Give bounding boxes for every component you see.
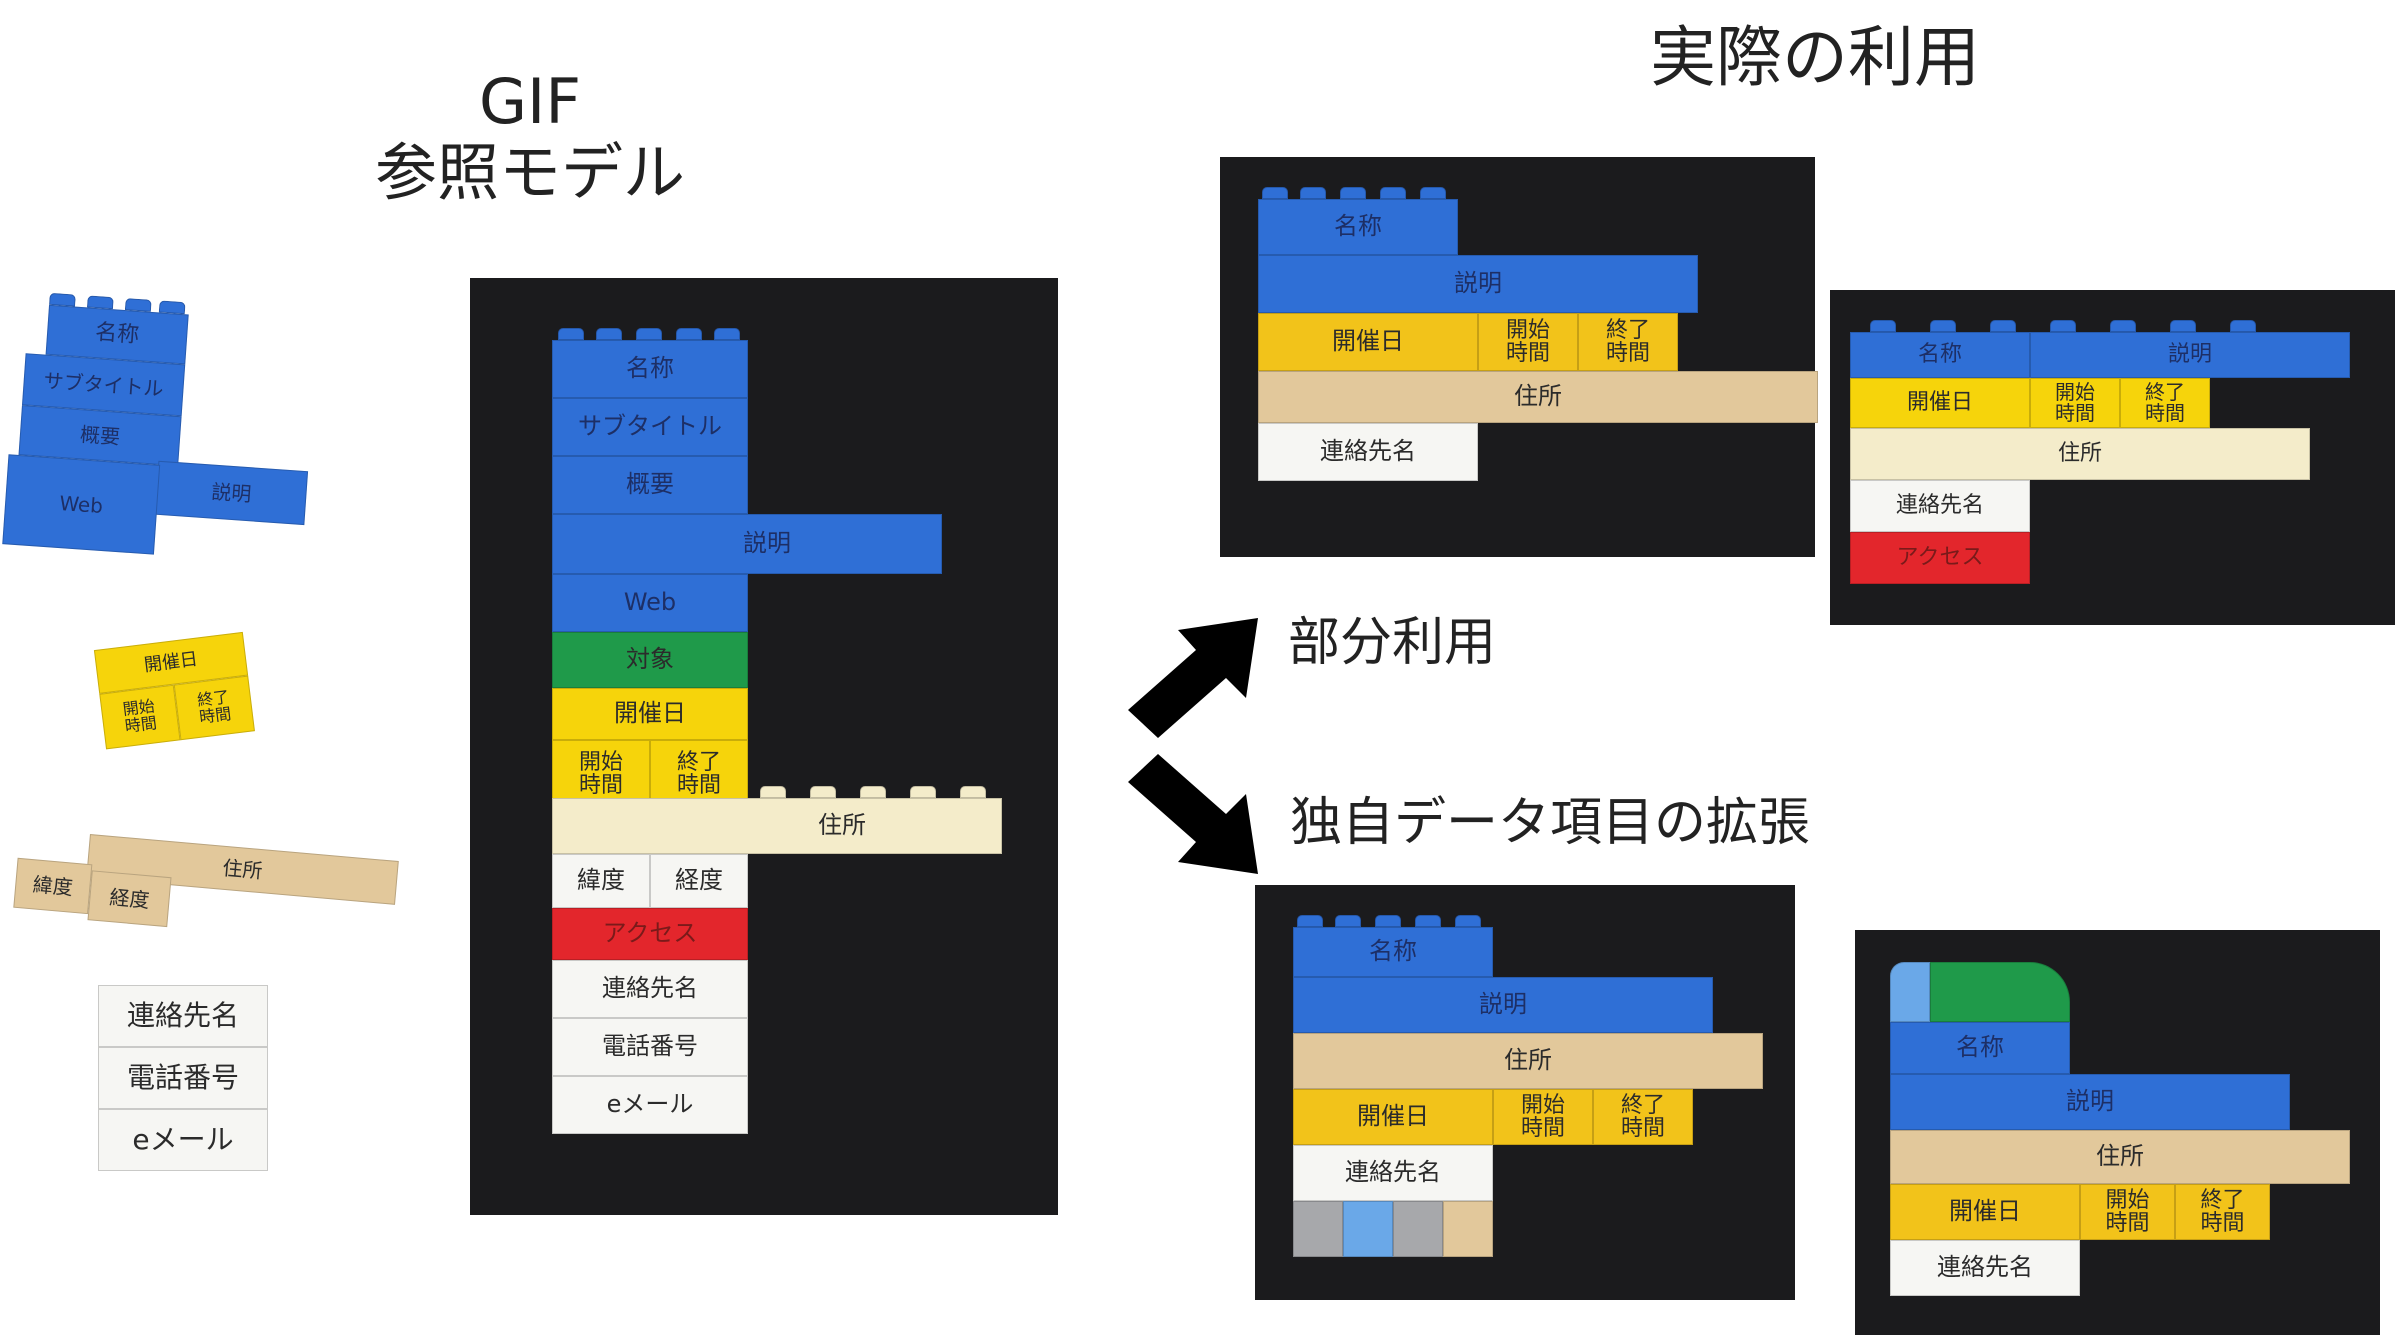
model-date: 開催日 <box>552 688 748 740</box>
model-access: アクセス <box>552 908 748 960</box>
pb-access: アクセス <box>1850 532 2030 584</box>
ea-custom-grey-block <box>1293 1201 1343 1257</box>
ea-custom-tan-block <box>1443 1201 1493 1257</box>
gif-title: GIF 参照モデル <box>330 66 730 209</box>
piece-blue-web: Web <box>2 454 161 555</box>
model-contact: 連絡先名 <box>552 960 748 1018</box>
actual-use-title: 実際の利用 <box>1650 19 1980 96</box>
extension-photo-b: 名称 説明 住所 開催日 開始 時間 終了 時間 連絡先名 <box>1855 930 2380 1335</box>
partial-use-photo-a: 名称 説明 開催日 開始 時間 終了 時間 住所 連絡先名 <box>1220 157 1818 557</box>
model-address: 住所 <box>552 798 1002 854</box>
pa-name: 名称 <box>1258 199 1458 255</box>
model-end: 終了 時間 <box>650 740 748 808</box>
pa-studs <box>1258 187 1458 199</box>
model-lon: 経度 <box>650 854 748 908</box>
reference-model-photo: 名称 サブタイトル 概要 説明 Web 対象 開催日 開始 時間 終了 時間 住… <box>470 278 1058 1215</box>
extension-photo-a: 名称 説明 住所 開催日 開始 時間 終了 時間 連絡先名 <box>1255 885 1795 1300</box>
ea-description: 説明 <box>1293 977 1713 1033</box>
eb-address: 住所 <box>1890 1130 2350 1184</box>
piece-tan-lon: 経度 <box>87 870 172 928</box>
model-top-studs <box>552 328 748 340</box>
ea-end: 終了 時間 <box>1593 1089 1693 1145</box>
extension-label: 独自データ項目の拡張 <box>1290 793 1811 853</box>
pb-contact: 連絡先名 <box>1850 480 2030 532</box>
model-start: 開始 時間 <box>552 740 650 808</box>
pa-address: 住所 <box>1258 371 1818 423</box>
eb-start: 開始 時間 <box>2080 1184 2175 1240</box>
model-address-studs <box>750 786 1000 798</box>
model-target: 対象 <box>552 632 748 688</box>
gif-title-line2: 参照モデル <box>374 136 685 210</box>
model-email: eメール <box>552 1076 748 1134</box>
ea-address: 住所 <box>1293 1033 1763 1089</box>
model-lat: 緯度 <box>552 854 650 908</box>
model-subtitle: サブタイトル <box>552 398 748 456</box>
piece-yellow: 開催日 開始 時間 終了 時間 <box>93 631 266 760</box>
pa-description: 説明 <box>1258 255 1698 313</box>
piece-blue-description: 説明 <box>154 460 309 526</box>
arrow-down-right-icon <box>1128 754 1258 874</box>
eb-custom-green-block <box>1930 962 2070 1022</box>
ea-date: 開催日 <box>1293 1089 1493 1145</box>
arrow-up-right-icon <box>1128 618 1258 738</box>
eb-date: 開催日 <box>1890 1184 2080 1240</box>
partial-use-photo-b: 名称 説明 開催日 開始 時間 終了 時間 住所 連絡先名 アクセス <box>1830 290 2395 625</box>
ea-start: 開始 時間 <box>1493 1089 1593 1145</box>
eb-name: 名称 <box>1890 1022 2070 1074</box>
piece-blue: 名称 サブタイトル 概要 説明 Web <box>0 290 329 572</box>
model-summary: 概要 <box>552 456 748 514</box>
model-phone: 電話番号 <box>552 1018 748 1076</box>
pb-description: 説明 <box>2030 332 2350 378</box>
ea-name: 名称 <box>1293 927 1493 977</box>
model-description: 説明 <box>552 514 942 574</box>
model-web: Web <box>552 574 748 632</box>
ea-custom-grey-block-2 <box>1393 1201 1443 1257</box>
pb-start: 開始 時間 <box>2030 378 2120 428</box>
pa-end: 終了 時間 <box>1578 313 1678 371</box>
pb-studs <box>1850 320 2270 332</box>
piece-tan: 住所 緯度 経度 <box>12 808 410 952</box>
pa-date: 開催日 <box>1258 313 1478 371</box>
pb-address: 住所 <box>1850 428 2310 480</box>
pb-end: 終了 時間 <box>2120 378 2210 428</box>
piece-white-email: eメール <box>98 1109 268 1171</box>
pb-name: 名称 <box>1850 332 2030 378</box>
eb-end: 終了 時間 <box>2175 1184 2270 1240</box>
eb-description: 説明 <box>1890 1074 2290 1130</box>
model-name: 名称 <box>552 340 748 398</box>
piece-white: 連絡先名 電話番号 eメール <box>98 985 268 1175</box>
piece-white-phone: 電話番号 <box>98 1047 268 1109</box>
ea-studs <box>1293 915 1493 927</box>
piece-yellow-end: 終了 時間 <box>173 675 255 741</box>
gif-title-line1: GIF <box>479 65 581 138</box>
eb-contact: 連絡先名 <box>1890 1240 2080 1296</box>
ea-custom-blue-block <box>1343 1201 1393 1257</box>
eb-custom-blue-block <box>1890 962 1930 1022</box>
piece-tan-lat: 緯度 <box>13 857 93 915</box>
pb-date: 開催日 <box>1850 378 2030 428</box>
piece-white-contact: 連絡先名 <box>98 985 268 1047</box>
pa-start: 開始 時間 <box>1478 313 1578 371</box>
partial-use-label: 部分利用 <box>1288 613 1497 673</box>
pa-contact: 連絡先名 <box>1258 423 1478 481</box>
ea-contact: 連絡先名 <box>1293 1145 1493 1201</box>
piece-yellow-start: 開始 時間 <box>99 684 181 750</box>
